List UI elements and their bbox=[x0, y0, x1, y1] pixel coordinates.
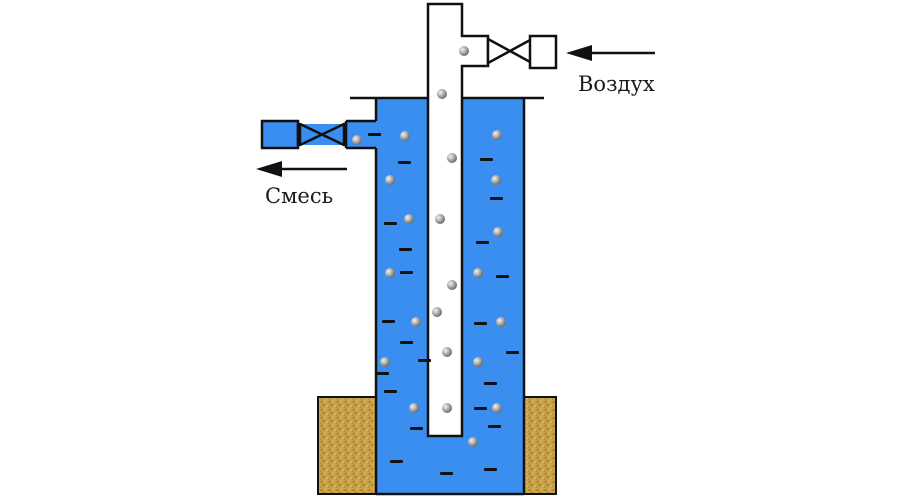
air-bubble bbox=[409, 403, 419, 413]
water-dash bbox=[474, 407, 487, 410]
water-dash bbox=[384, 222, 397, 225]
water-dash bbox=[474, 322, 487, 325]
soil-right bbox=[523, 396, 557, 495]
air-bubble bbox=[468, 437, 478, 447]
water-dash bbox=[484, 382, 497, 385]
water-dash bbox=[506, 351, 519, 354]
air-bubble bbox=[380, 357, 390, 367]
water-dash bbox=[418, 359, 431, 362]
soil-left bbox=[317, 396, 377, 495]
arrow-left-icon bbox=[256, 161, 347, 177]
air-bubble bbox=[491, 175, 501, 185]
water-dash bbox=[376, 372, 389, 375]
water-dash bbox=[390, 460, 403, 463]
air-bubble bbox=[435, 214, 445, 224]
air-label: Воздух bbox=[578, 72, 655, 96]
air-bubble bbox=[385, 175, 395, 185]
air-bubble bbox=[442, 403, 452, 413]
water-dash bbox=[440, 472, 453, 475]
air-bubble bbox=[385, 268, 395, 278]
water-dash bbox=[399, 248, 412, 251]
air-valve-icon bbox=[486, 34, 558, 70]
air-bubble bbox=[404, 214, 414, 224]
air-bubble bbox=[437, 89, 447, 99]
air-bubble bbox=[492, 130, 502, 140]
water-dash bbox=[480, 158, 493, 161]
water-dash bbox=[400, 271, 413, 274]
air-bubble bbox=[442, 347, 452, 357]
mixture-label: Смесь bbox=[265, 184, 333, 208]
air-bubble bbox=[473, 268, 483, 278]
air-bubble bbox=[400, 131, 410, 141]
air-pipe bbox=[426, 2, 490, 438]
air-bubble bbox=[493, 227, 503, 237]
water-dash bbox=[382, 320, 395, 323]
air-bubble bbox=[459, 46, 469, 56]
air-bubbles bbox=[352, 46, 506, 447]
water-dash bbox=[384, 390, 397, 393]
air-bubble bbox=[447, 280, 457, 290]
air-bubble bbox=[447, 153, 457, 163]
water-dash bbox=[476, 241, 489, 244]
water-dashes bbox=[368, 133, 519, 475]
air-bubble bbox=[411, 317, 421, 327]
water-dash bbox=[488, 425, 501, 428]
outlet-valve-icon bbox=[260, 119, 348, 150]
water-dash bbox=[410, 427, 423, 430]
air-bubble bbox=[432, 307, 442, 317]
air-bubble bbox=[492, 403, 502, 413]
air-bubble bbox=[473, 357, 483, 367]
water-dash bbox=[400, 341, 413, 344]
water-dash bbox=[398, 161, 411, 164]
water-dash bbox=[484, 468, 497, 471]
water-dash bbox=[490, 197, 503, 200]
water-dash bbox=[368, 133, 381, 136]
arrow-left-icon bbox=[566, 45, 655, 61]
air-bubble bbox=[352, 135, 362, 145]
air-bubble bbox=[496, 317, 506, 327]
water-dash bbox=[496, 275, 509, 278]
